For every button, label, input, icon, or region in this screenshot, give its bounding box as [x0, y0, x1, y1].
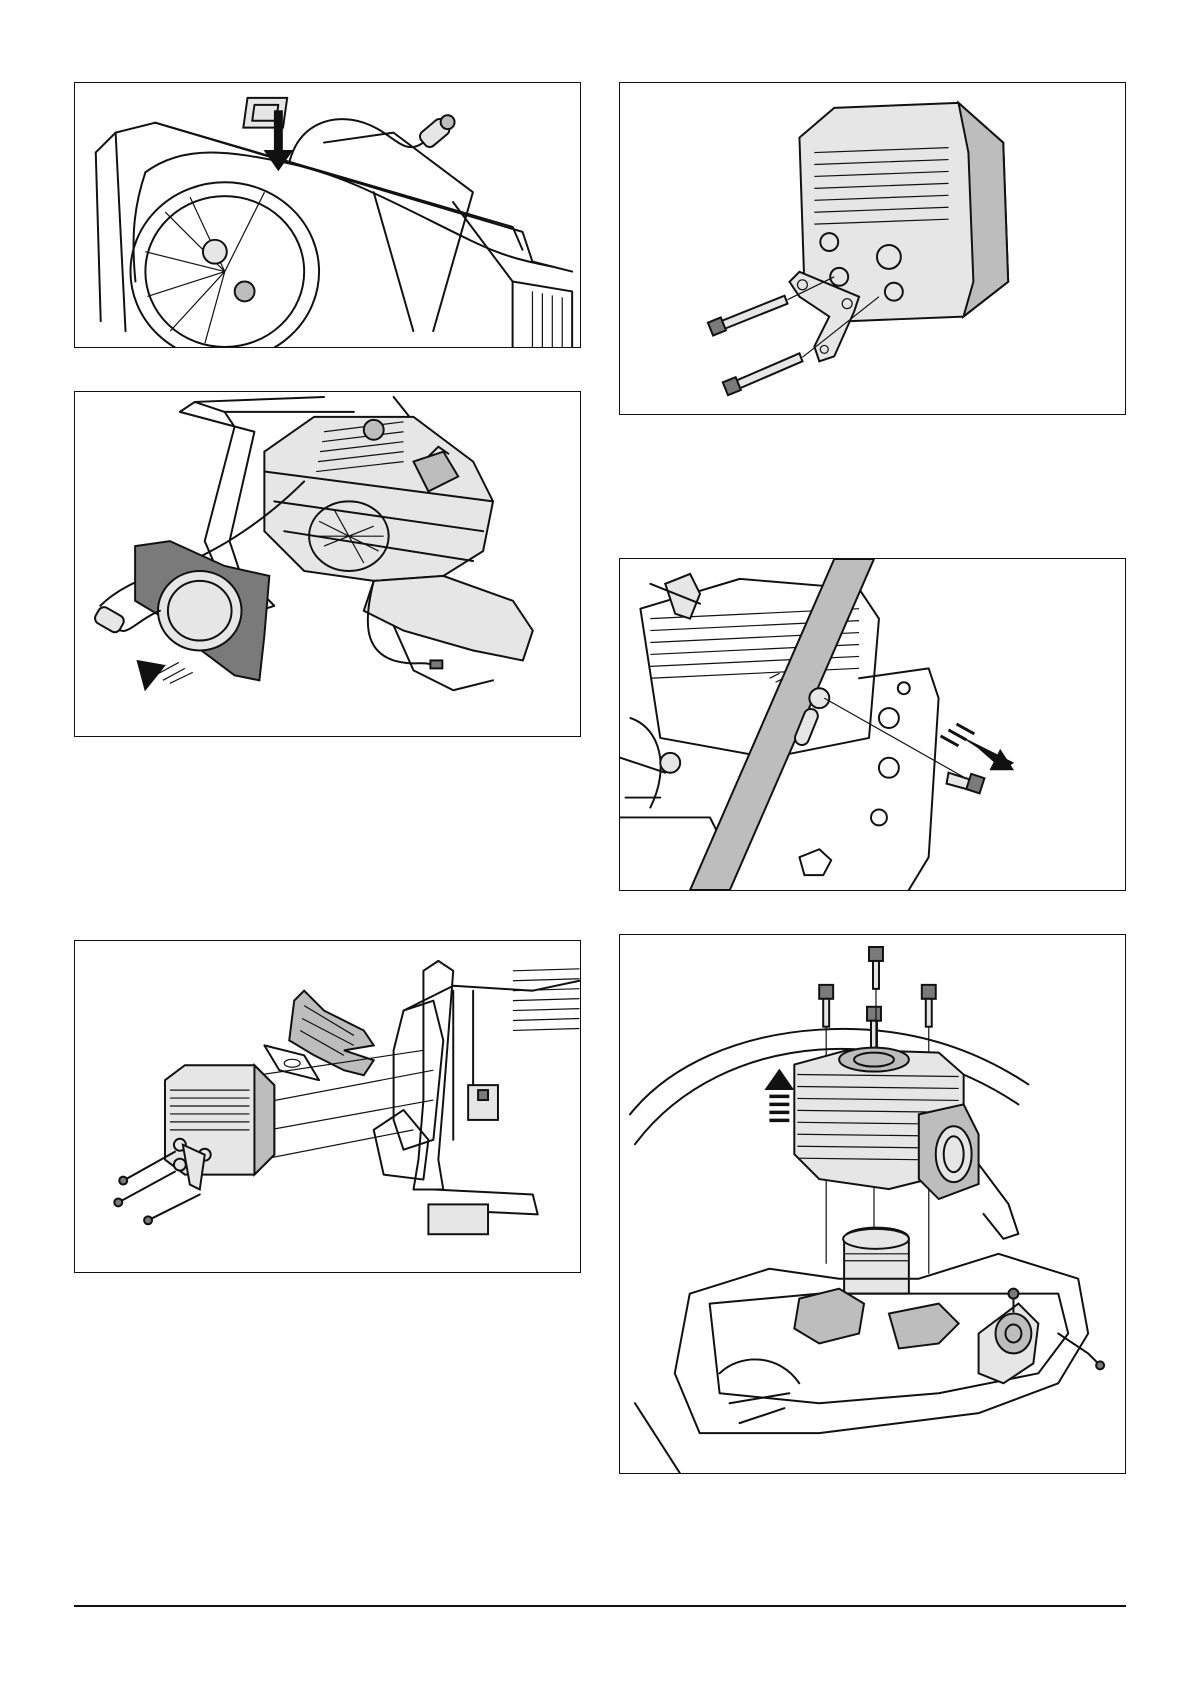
figure-cylinder-removal: [619, 934, 1126, 1474]
muffler-bracket-bolts-illustration: [620, 83, 1125, 414]
muffler-bolt-icon: [723, 353, 803, 395]
figure-starter-housing-removal: [74, 391, 581, 737]
figure-ignition-lead-routing: [74, 82, 581, 348]
cylinder-bolt-icon: [819, 985, 833, 1027]
muffler-bolt-icon: [119, 1152, 175, 1185]
handle-bolt-removal-illustration: [620, 559, 1125, 890]
starter-housing-removal-illustration: [75, 392, 580, 736]
muffler-bolt-icon: [144, 1194, 200, 1224]
muffler-bolt-icon: [708, 296, 788, 336]
up-arrow-icon: [765, 1070, 793, 1121]
muffler-and-heat-shield-exploded-illustration: [75, 941, 580, 1272]
figure-handle-bolt-removal: [619, 558, 1126, 891]
figure-muffler-bracket-bolts: [619, 82, 1126, 415]
cylinder-bolt-icon: [869, 947, 883, 989]
pull-out-arrow-icon: [941, 724, 1014, 770]
cylinder-bolt-icon: [867, 1007, 881, 1049]
pull-out-arrow-icon: [137, 660, 193, 690]
figure-muffler-heat-shield: [74, 940, 581, 1273]
cylinder-removal-illustration: [620, 935, 1125, 1473]
footer-rule: [74, 1605, 1126, 1607]
cylinder-bolt-icon: [922, 985, 936, 1027]
ignition-lead-routing-illustration: [75, 83, 580, 347]
handle-bolt-icon: [947, 773, 985, 794]
